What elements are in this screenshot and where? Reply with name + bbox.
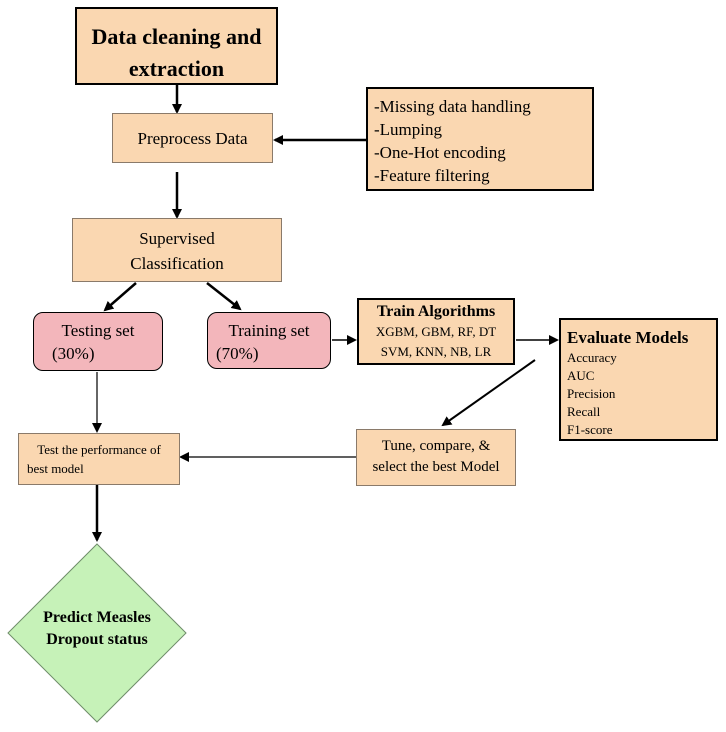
train-algorithms-title: Train Algorithms bbox=[376, 303, 496, 320]
step-lumping: -Lumping bbox=[374, 120, 442, 139]
evaluate-models-box: Evaluate Models Accuracy AUC Precision R… bbox=[559, 318, 718, 441]
arrow-supervised-to-training bbox=[206, 282, 242, 311]
data-cleaning-line2: extraction bbox=[128, 56, 225, 81]
train-algorithms-box: Train Algorithms XGBM, GBM, RF, DT SVM, … bbox=[357, 298, 515, 365]
testing-set-line1: Testing set bbox=[61, 321, 135, 340]
evaluate-models-title: Evaluate Models bbox=[567, 328, 689, 347]
supervised-line1: Supervised bbox=[139, 229, 215, 248]
testing-set-line2: (30%) bbox=[52, 344, 95, 363]
step-one-hot: -One-Hot encoding bbox=[374, 143, 506, 162]
testing-set-box: Testing set (30%) bbox=[33, 312, 163, 371]
metric-accuracy: Accuracy bbox=[567, 350, 617, 365]
supervised-line2: Classification bbox=[130, 254, 224, 273]
preprocess-label: Preprocess Data bbox=[137, 129, 248, 148]
train-algorithms-line2: SVM, KNN, NB, LR bbox=[380, 344, 492, 359]
metric-auc: AUC bbox=[567, 368, 595, 383]
train-algorithms-line1: XGBM, GBM, RF, DT bbox=[375, 324, 497, 339]
training-set-box: Training set (70%) bbox=[207, 312, 331, 369]
step-feature-filtering: -Feature filtering bbox=[374, 166, 490, 185]
step-missing-data: -Missing data handling bbox=[374, 97, 531, 116]
training-set-line1: Training set bbox=[228, 321, 310, 340]
data-cleaning-box: Data cleaning and extraction bbox=[75, 7, 278, 85]
predict-diamond-shape bbox=[7, 543, 187, 723]
tune-line2: select the best Model bbox=[372, 459, 500, 475]
data-cleaning-line1: Data cleaning and bbox=[91, 24, 262, 49]
arrow-evaluate-to-tune bbox=[441, 359, 536, 427]
tune-line1: Tune, compare, & bbox=[381, 438, 491, 454]
test-best-line1: Test the performance of bbox=[37, 442, 161, 457]
predict-line1: Predict Measles bbox=[43, 609, 151, 626]
test-best-line2: best model bbox=[27, 461, 84, 476]
test-best-model-box: Test the performance of best model bbox=[18, 433, 180, 485]
supervised-box: Supervised Classification bbox=[72, 218, 282, 282]
predict-label: Predict Measles Dropout status bbox=[8, 607, 186, 651]
metric-f1: F1-score bbox=[567, 422, 613, 437]
arrow-supervised-to-testing bbox=[103, 282, 137, 312]
metric-precision: Precision bbox=[567, 386, 616, 401]
predict-line2: Dropout status bbox=[46, 631, 148, 648]
training-set-line2: (70%) bbox=[216, 344, 259, 363]
preprocess-steps-box: -Missing data handling -Lumping -One-Hot… bbox=[366, 87, 594, 191]
preprocess-box: Preprocess Data bbox=[112, 113, 273, 163]
metric-recall: Recall bbox=[567, 404, 601, 419]
tune-box: Tune, compare, & select the best Model bbox=[356, 429, 516, 486]
